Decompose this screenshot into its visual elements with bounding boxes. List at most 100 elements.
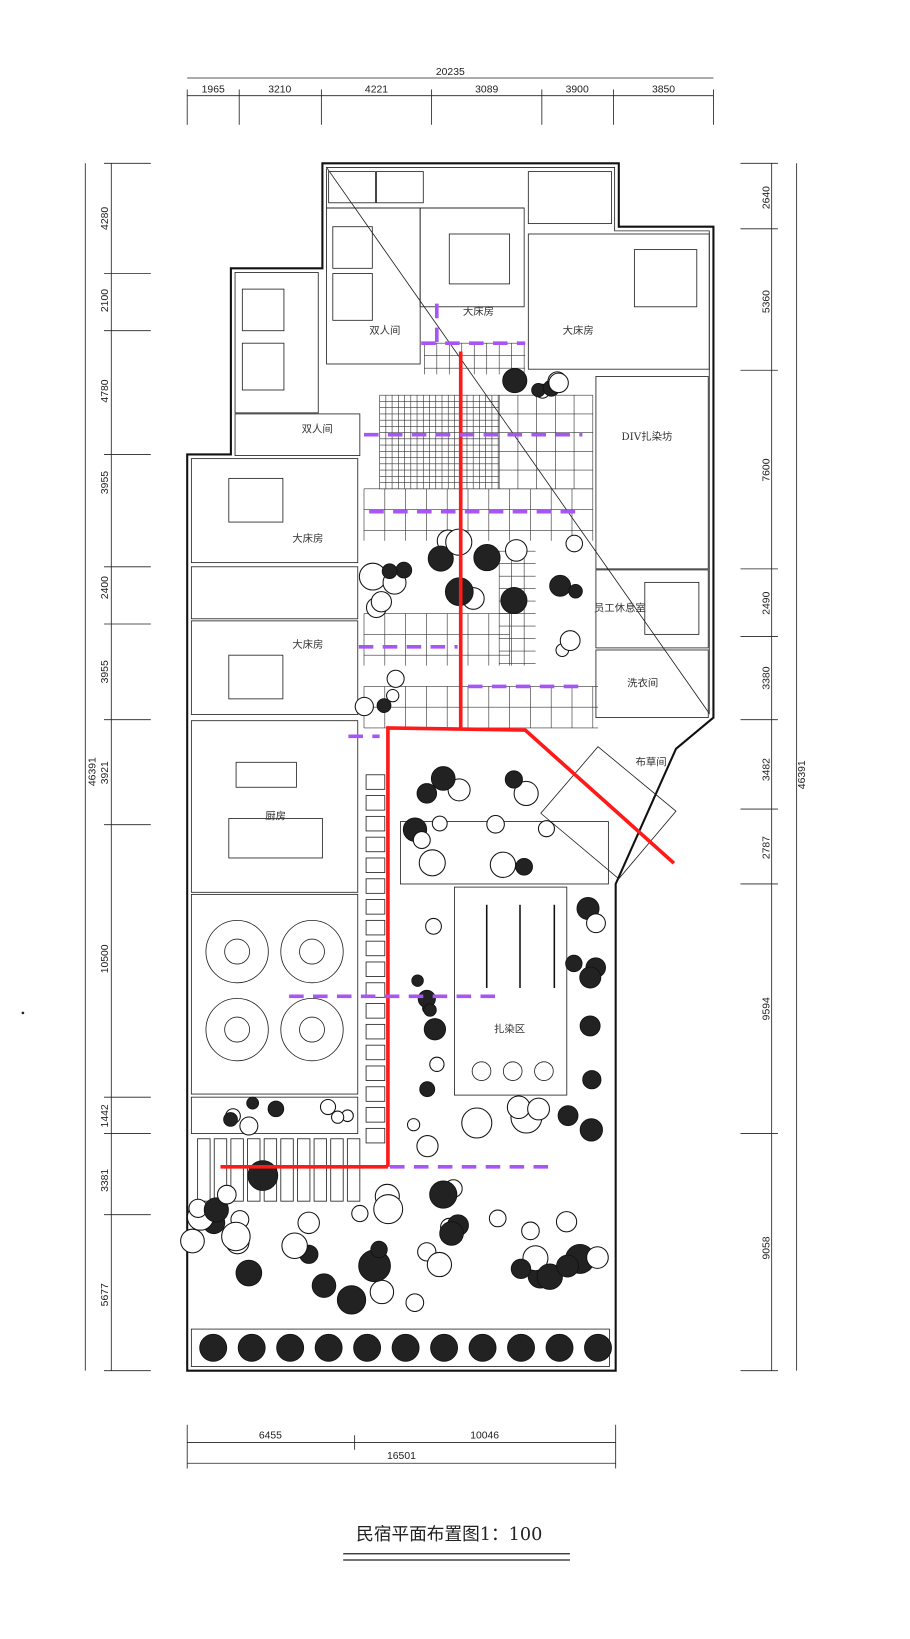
plant-symbol bbox=[423, 1018, 447, 1041]
plant-symbol bbox=[416, 1135, 439, 1158]
plant-symbol bbox=[502, 368, 528, 394]
planter-shrub bbox=[391, 1333, 420, 1362]
left-segment-label: 2400 bbox=[100, 576, 111, 599]
stepping-stone bbox=[365, 1003, 386, 1019]
title-text: 民宿平面布置图1：100 bbox=[356, 1524, 542, 1545]
room-label-king-4: 大床房 bbox=[292, 638, 323, 651]
room-label-diy-dye-workshop: DIV扎染坊 bbox=[621, 430, 672, 443]
plant-symbol bbox=[246, 1096, 260, 1110]
landscape-plants bbox=[180, 368, 612, 1362]
stepping-stone bbox=[365, 878, 386, 894]
plant-symbol bbox=[521, 1221, 540, 1241]
plant-symbol bbox=[429, 1180, 458, 1209]
stepping-stone bbox=[365, 899, 386, 915]
plant-symbol bbox=[311, 1273, 337, 1298]
left-segment-label: 3955 bbox=[100, 471, 111, 494]
left-segment-label: 4280 bbox=[100, 207, 111, 230]
plant-symbol bbox=[412, 831, 431, 850]
plant-symbol bbox=[489, 851, 517, 878]
plant-symbol bbox=[386, 689, 400, 703]
plant-symbol bbox=[221, 1221, 251, 1252]
planter-shrub bbox=[314, 1333, 343, 1362]
room-label-twin-1: 双人间 bbox=[369, 324, 400, 337]
stray-dot bbox=[21, 1011, 25, 1015]
planter-shrub bbox=[430, 1333, 459, 1362]
plant-symbol bbox=[223, 1112, 238, 1127]
plant-symbol bbox=[506, 1095, 531, 1120]
plant-symbol bbox=[319, 1098, 337, 1116]
drawing-title: 民宿平面布置图1：100 bbox=[343, 1524, 570, 1561]
plant-symbol bbox=[579, 1118, 603, 1142]
top-segment-label: 1965 bbox=[202, 85, 225, 96]
plant-symbol bbox=[536, 1263, 563, 1290]
plant-symbol bbox=[418, 849, 446, 877]
planter-shrub bbox=[584, 1333, 612, 1362]
plant-symbol bbox=[370, 591, 392, 613]
plant-symbol bbox=[586, 1246, 609, 1269]
stepping-stone bbox=[365, 836, 386, 853]
left-segment-label: 3381 bbox=[100, 1169, 111, 1192]
plant-symbol bbox=[504, 539, 528, 562]
stepping-stone bbox=[365, 774, 386, 790]
right-segment-label: 9594 bbox=[762, 997, 773, 1020]
right-total-label: 46391 bbox=[797, 760, 808, 789]
plant-symbol bbox=[216, 1184, 237, 1205]
right-dimension: 46391 2640 5360 7600 2490 3380 3482 2787… bbox=[740, 162, 808, 1372]
plant-symbol bbox=[461, 1107, 493, 1139]
room-label-dye-area: 扎染区 bbox=[494, 1023, 525, 1036]
bottom-dimension: 6455 10046 16501 bbox=[186, 1424, 617, 1469]
stepping-stone bbox=[365, 1086, 386, 1102]
right-segment-label: 2490 bbox=[762, 591, 773, 614]
top-dimension: 20235 1965 3210 4221 3089 3900 3850 bbox=[186, 67, 714, 125]
plant-symbol bbox=[426, 1251, 453, 1278]
umbrella-table bbox=[280, 919, 344, 984]
right-segment-label: 7600 bbox=[762, 458, 773, 481]
stepping-stone bbox=[365, 1023, 386, 1040]
plant-symbol bbox=[565, 534, 584, 553]
top-segment-label: 4221 bbox=[365, 85, 388, 96]
top-segment-label: 3850 bbox=[652, 85, 675, 96]
courtyard-tiles bbox=[197, 342, 598, 1202]
plant-symbol bbox=[555, 1211, 578, 1233]
plant-symbol bbox=[239, 1116, 259, 1136]
plant-symbol bbox=[429, 1056, 445, 1072]
plant-symbol bbox=[411, 974, 424, 987]
plant-symbol bbox=[331, 1110, 345, 1124]
umbrella-table-top bbox=[299, 1016, 325, 1043]
plant-symbol bbox=[513, 780, 539, 807]
right-segment-label: 2640 bbox=[762, 186, 773, 209]
stepping-stone bbox=[365, 1065, 386, 1081]
planter-shrub bbox=[199, 1333, 228, 1362]
plant-symbol bbox=[336, 1285, 367, 1315]
room-label-king-2: 大床房 bbox=[563, 324, 594, 337]
left-segment-label: 2100 bbox=[100, 289, 111, 312]
top-total-label: 20235 bbox=[436, 67, 465, 78]
stepping-stone bbox=[365, 815, 386, 832]
left-segment-label: 4780 bbox=[100, 379, 111, 402]
plant-symbol bbox=[373, 1194, 404, 1225]
planter-shrub bbox=[276, 1333, 305, 1362]
plant-symbol bbox=[557, 1105, 579, 1127]
plant-symbol bbox=[369, 1279, 395, 1305]
room-label-twin-2: 双人间 bbox=[302, 423, 333, 436]
plant-symbol bbox=[381, 563, 398, 580]
plant-symbol bbox=[504, 770, 523, 789]
room-label-staff-lounge: 员工休息室 bbox=[594, 602, 646, 615]
plant-symbol bbox=[425, 917, 442, 935]
deck-board bbox=[197, 1138, 211, 1202]
plant-symbol bbox=[431, 815, 448, 832]
room-label-linen-room: 布草间 bbox=[635, 755, 666, 768]
plant-symbol bbox=[376, 698, 392, 713]
planter-shrub bbox=[237, 1333, 266, 1362]
plant-symbol bbox=[430, 766, 456, 791]
right-segment-label: 3482 bbox=[762, 758, 773, 781]
plant-symbol bbox=[531, 382, 546, 398]
plant-symbol bbox=[423, 1003, 437, 1017]
building-walls bbox=[186, 162, 715, 1372]
plant-symbol bbox=[354, 696, 374, 717]
stepping-stone bbox=[365, 940, 386, 957]
deck-board bbox=[297, 1138, 311, 1202]
furniture-symbols bbox=[205, 904, 556, 1081]
stepping-stone bbox=[365, 919, 386, 936]
